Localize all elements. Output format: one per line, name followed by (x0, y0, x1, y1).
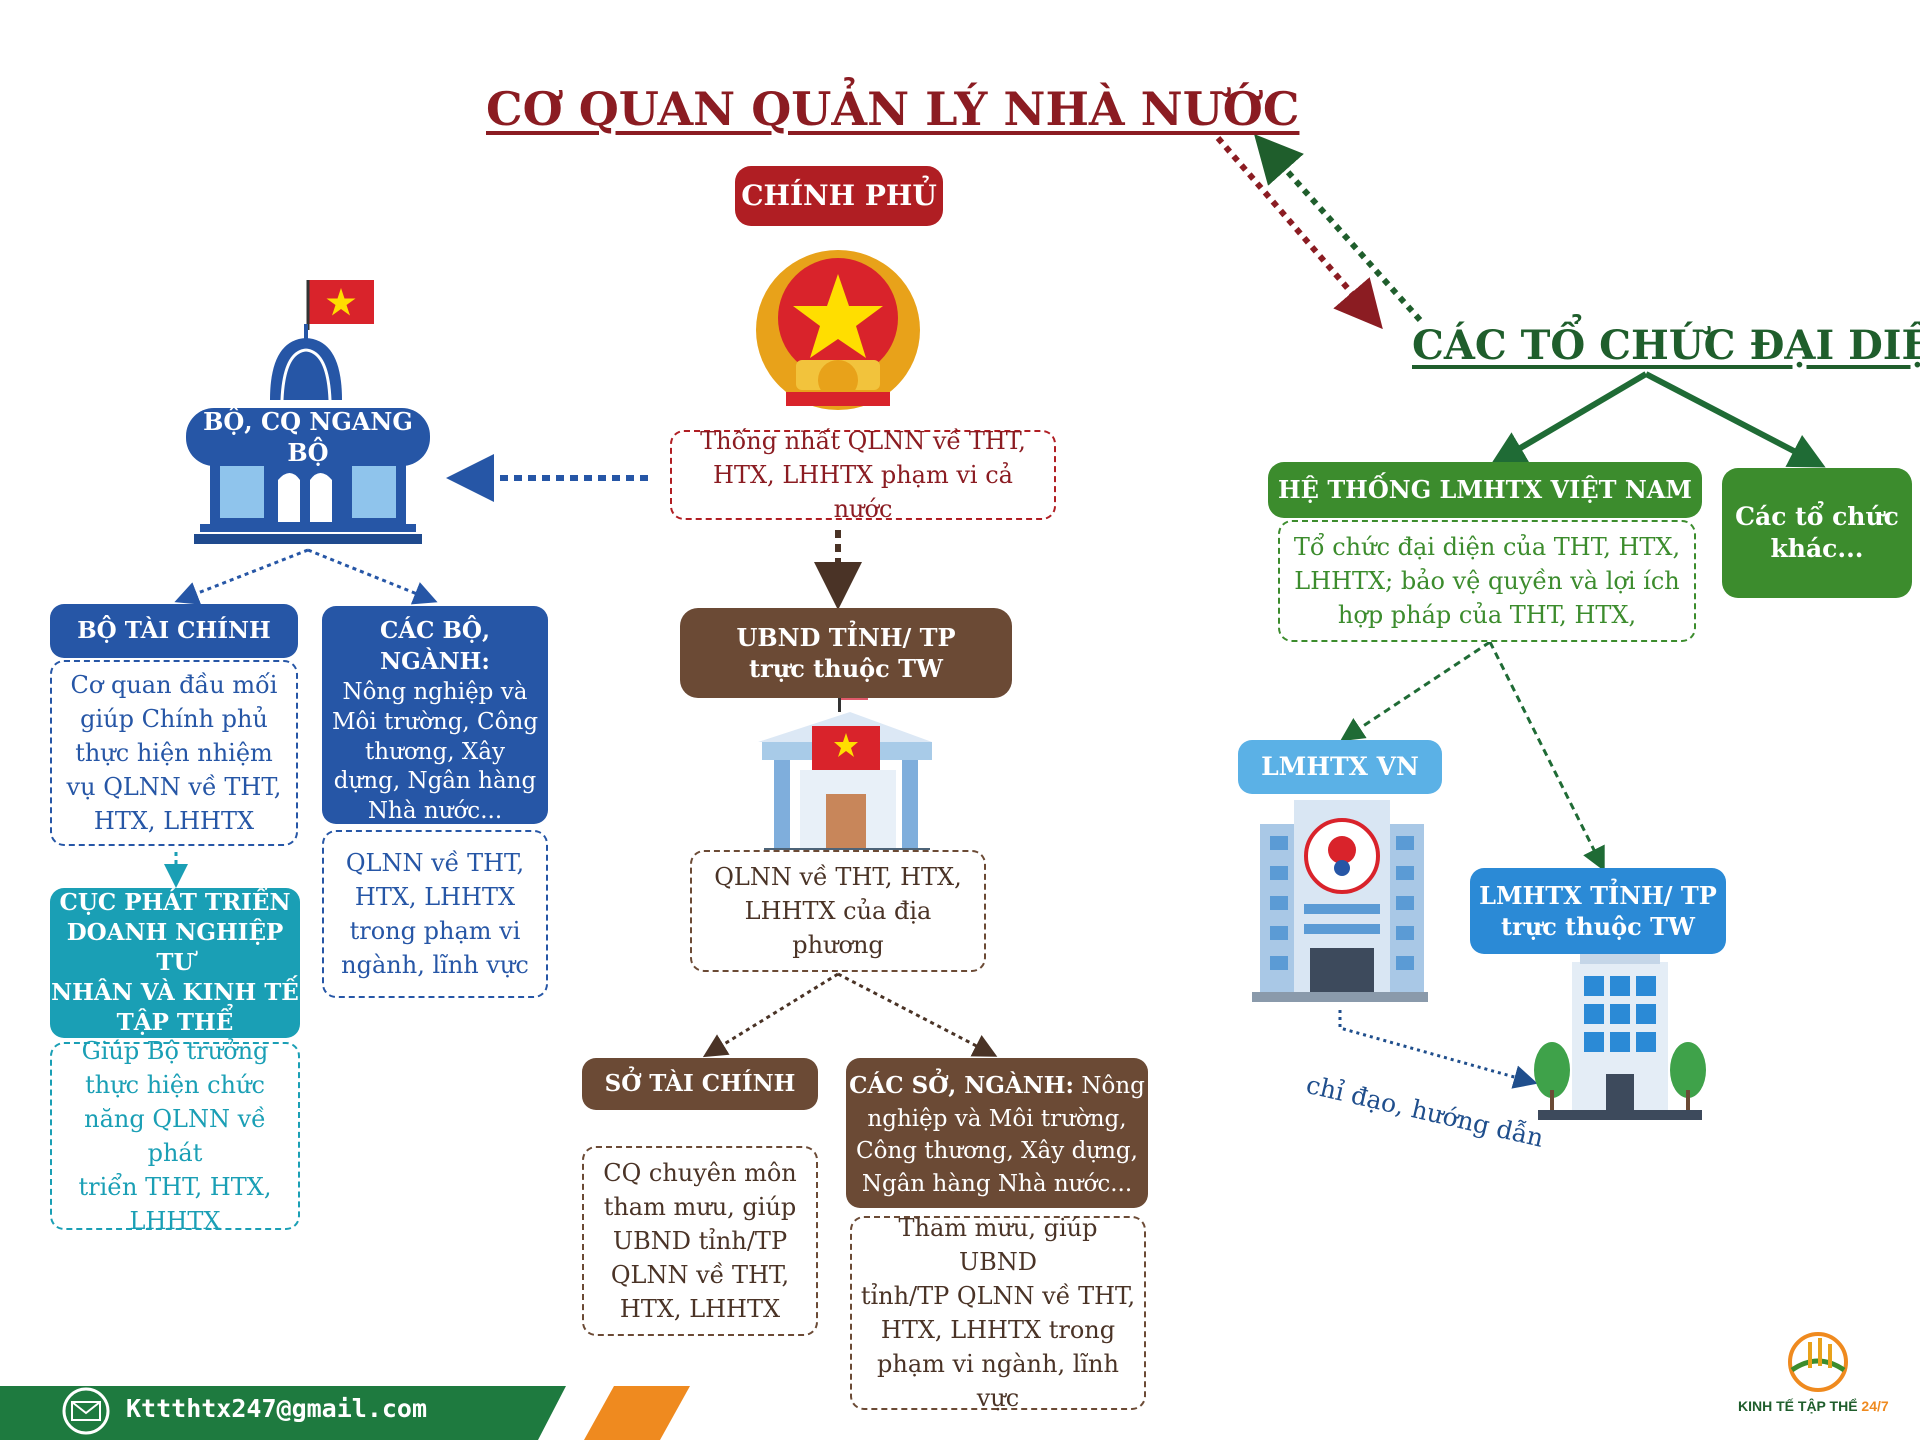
other-orgs-label: Các tổ chức khác... (1722, 468, 1912, 598)
ministry-finance-label: BỘ TÀI CHÍNH (50, 604, 298, 658)
vietnam-flag-icon (306, 280, 374, 330)
province-departments-label-rest: Nông nghiệp và Môi trường, Công thương, … (856, 1073, 1145, 1197)
connector-representatives-to-title (1254, 134, 1423, 322)
connector-guidance (1338, 1010, 1538, 1089)
footer-green-bar (0, 1386, 566, 1440)
connector-ministries-to-departments (307, 548, 438, 605)
lmhtx-system-label: HỆ THỐNG LMHTX VIỆT NAM (1268, 462, 1702, 518)
government-label: CHÍNH PHỦ (735, 166, 943, 226)
page-title: CƠ QUAN QUẢN LÝ NHÀ NƯỚC (486, 82, 1300, 136)
province-description: QLNN về THT, HTX, LHHTX của địa phương (690, 850, 986, 972)
connector-system-to-lmhtx-province (1488, 641, 1605, 872)
ministry-departments-description: QLNN về THT, HTX, LHHTX trong phạm vi ng… (322, 830, 548, 998)
province-departments-label: CÁC SỞ, NGÀNH: Nông nghiệp và Môi trường… (846, 1058, 1148, 1208)
ministries-label: BỘ, CQ NGANG BỘ (186, 407, 430, 467)
agency-label: CỤC PHÁT TRIỂN DOANH NGHIỆP TƯ NHÂN VÀ K… (50, 888, 300, 1038)
connector-representatives-to-lmhtx-system (1489, 371, 1648, 467)
connector-province-to-finance (702, 972, 839, 1058)
footer-email[interactable]: Kttthtx247@gmail.com (126, 1394, 428, 1423)
representatives-title: CÁC TỔ CHỨC ĐẠI DIỆN (1412, 322, 1920, 369)
ministry-building-icon (194, 324, 422, 544)
government-description: Thống nhất QLNN về THT, HTX, LHHTX phạm … (670, 427, 1056, 523)
connector-title-to-representatives (1215, 136, 1383, 330)
connector-ministries-to-finance (174, 548, 309, 605)
email-icon (62, 1387, 110, 1435)
ministry-departments-label: CÁC BỘ, NGÀNH: Nông nghiệp và Môi trường… (322, 606, 548, 824)
footer-orange-stripe (584, 1386, 690, 1440)
agency-description: Giúp Bộ trưởng thực hiện chức năng QLNN … (50, 1037, 300, 1235)
lmhtx-vn-building-icon (1252, 800, 1428, 1002)
connector-system-to-lmhtx-vn (1339, 640, 1491, 742)
lmhtx-vn-label: LMHTX VN (1238, 740, 1442, 794)
lmhtx-province-label: LMHTX TỈNH/ TP trực thuộc TW (1470, 868, 1726, 954)
province-departments-label-bold: CÁC SỞ, NGÀNH: (849, 1072, 1075, 1099)
national-emblem-icon (756, 250, 920, 410)
lmhtx-province-building-icon (1534, 950, 1706, 1120)
lmhtx-system-description: Tổ chức đại diện của THT, HTX, LHHTX; bả… (1278, 520, 1696, 642)
brand-name-accent: 24/7 (1861, 1398, 1889, 1414)
ministry-departments-label-bold: CÁC BỘ, NGÀNH: (380, 617, 490, 675)
province-finance-label: SỞ TÀI CHÍNH (582, 1058, 818, 1110)
provincial-building-icon (756, 686, 936, 862)
brand-name: KINH TẾ TẬP THỂ 24/7 (1738, 1398, 1914, 1414)
connector-representatives-to-other-orgs (1644, 371, 1826, 468)
province-finance-description: CQ chuyên môn tham mưu, giúp UBND tỉnh/T… (582, 1146, 818, 1336)
province-departments-description: Tham mưu, giúp UBND tỉnh/TP QLNN về THT,… (850, 1214, 1146, 1412)
ministry-finance-description: Cơ quan đầu mối giúp Chính phủ thực hiện… (50, 660, 298, 846)
ministry-departments-label-rest: Nông nghiệp và Môi trường, Công thương, … (331, 678, 539, 825)
brand-name-main: KINH TẾ TẬP THỂ (1738, 1398, 1858, 1414)
connector-province-to-departments (837, 972, 998, 1057)
province-label: UBND TỈNH/ TP trực thuộc TW (680, 608, 1012, 698)
brand-logo-icon (1788, 1332, 1848, 1392)
